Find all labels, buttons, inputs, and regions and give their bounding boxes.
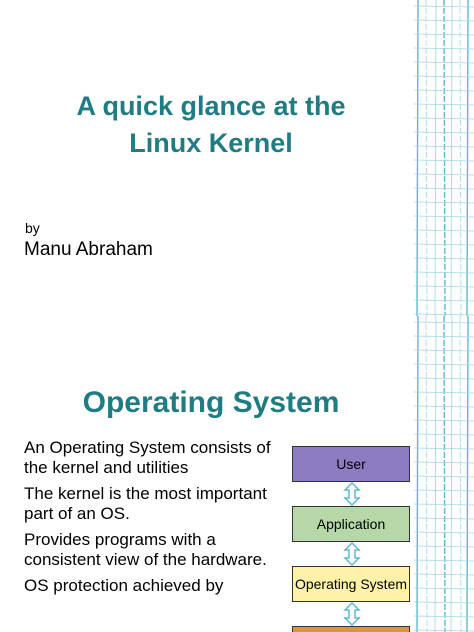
slide-title-heading: A quick glance at the Linux Kernel	[20, 88, 402, 162]
grid-decoration	[414, 0, 474, 316]
by-label: by	[25, 220, 40, 236]
layer-hardware	[292, 626, 410, 632]
layer-user: User	[292, 446, 410, 482]
bullet-item: An Operating System consists of the kern…	[24, 438, 271, 477]
slide-title: A quick glance at the Linux Kernel by Ma…	[20, 0, 474, 316]
bullet-item: The kernel is the most important part of…	[24, 484, 267, 523]
layer-application: Application	[292, 506, 410, 542]
title-line-1: A quick glance at the	[76, 91, 346, 121]
double-arrow-icon	[343, 542, 361, 566]
bullet-item: Provides programs with a consistent view…	[24, 530, 267, 569]
double-arrow-icon	[343, 602, 361, 626]
slide-operating-system: Operating System An Operating System con…	[0, 316, 474, 632]
title-line-2: Linux Kernel	[129, 128, 293, 158]
os-layer-diagram: User Application Operating System	[290, 444, 414, 632]
bullet-item: OS protection achieved by	[24, 576, 224, 595]
slide-heading: Operating System	[82, 386, 340, 419]
layer-operating-system: Operating System	[292, 566, 410, 602]
double-arrow-icon	[343, 482, 361, 506]
bullet-list: An Operating System consists of the kern…	[24, 438, 274, 602]
author-name: Manu Abraham	[24, 239, 153, 260]
grid-decoration	[414, 316, 474, 632]
